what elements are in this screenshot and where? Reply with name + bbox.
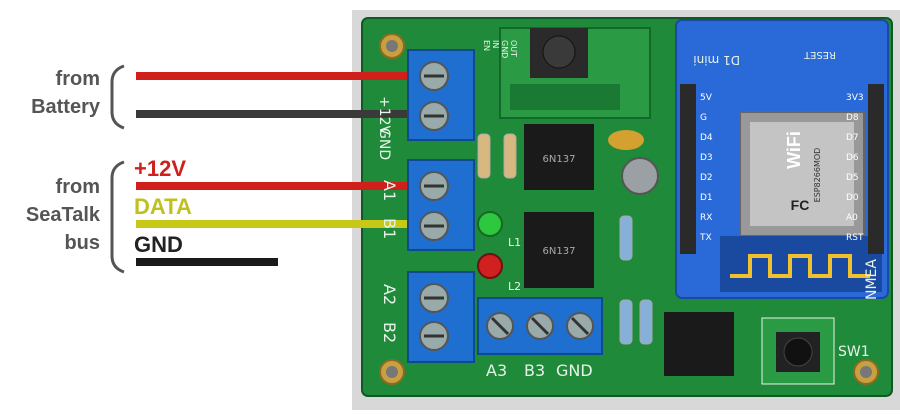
pin-label-right: D5 [846, 173, 859, 183]
silk-sw1: SW1 [838, 344, 870, 360]
pin-label-left: D1 [700, 193, 713, 203]
silk-b3: B3 [524, 361, 545, 380]
pin-label-left: D4 [700, 133, 713, 143]
led-red [477, 253, 503, 279]
silk-a1: A1 [380, 180, 399, 201]
silk-gnd-bottom: GND [556, 361, 593, 380]
pin-label-left: RX [700, 213, 712, 223]
pin-label-right: D7 [846, 133, 859, 143]
pin-label-right: RST [846, 233, 864, 243]
ic1-label: 6N137 [543, 154, 576, 165]
fc-mark: FC [791, 197, 810, 213]
seatalk-bracket [110, 160, 125, 274]
silk-b1: B1 [380, 218, 399, 239]
wire-gnd-label: GND [134, 232, 183, 257]
pin-label-right: D6 [846, 153, 859, 163]
silk-b2: B2 [380, 322, 399, 343]
pin-label-left: 5V [700, 93, 713, 103]
electrolytic-capacitor [621, 157, 659, 195]
silk-l2: L2 [508, 280, 521, 293]
battery-from-label: from [55, 68, 100, 90]
push-button-sw1 [761, 317, 835, 385]
buck-pin-label: IN [491, 40, 500, 48]
seatalk-name-label: SeaTalk [25, 204, 100, 226]
optocoupler-ic-2: 6N137 [524, 212, 594, 288]
pin-label-right: D0 [846, 193, 859, 203]
tantalum-capacitor [608, 130, 644, 150]
silk-d1mini: D1 mini [693, 53, 740, 67]
buck-pin-label: GND [500, 40, 509, 58]
ic2-label: 6N137 [543, 246, 576, 257]
seatalk-from-label: from [55, 176, 100, 198]
wire-12v-label: +12V [134, 156, 186, 181]
wifi-chip-label: WiFi [784, 131, 804, 169]
optocoupler-ic-1: 6N137 [524, 124, 594, 190]
silk-a2: A2 [380, 284, 399, 305]
silk-a3: A3 [486, 361, 507, 380]
pin-label-right: 3V3 [846, 93, 864, 103]
optocoupler-ic-3 [664, 312, 734, 376]
led-green [477, 211, 503, 237]
buck-pin-label: EN [482, 40, 491, 51]
silk-l1: L1 [508, 236, 521, 249]
pin-label-right: A0 [846, 213, 858, 223]
wire-data-label: DATA [134, 194, 192, 219]
terminal-block-power [407, 49, 475, 141]
pin-label-left: D3 [700, 153, 713, 163]
resistor-group-left [477, 133, 653, 345]
terminal-block-seatalk [407, 159, 475, 251]
pin-label-right: D8 [846, 113, 859, 123]
buck-pin-label: OUT [509, 40, 518, 57]
d1-mini-module [675, 19, 889, 299]
terminal-block-a2b2 [407, 271, 475, 363]
esp-model-label: ESP8266MOD [813, 148, 822, 203]
pin-label-left: G [700, 113, 707, 123]
terminal-block-a3b3 [477, 297, 603, 355]
buck-converter-module [499, 27, 651, 119]
silk-12v: +12V [376, 96, 392, 136]
pin-label-left: D2 [700, 173, 713, 183]
silk-reset: RESET [803, 49, 836, 60]
silk-gnd: GND [376, 128, 392, 160]
pin-label-left: TX [699, 233, 712, 243]
battery-name-label: Battery [31, 96, 100, 118]
silk-nmea: NMEA [864, 259, 880, 300]
battery-bracket [110, 64, 125, 130]
seatalk-bus-label: bus [64, 232, 100, 254]
